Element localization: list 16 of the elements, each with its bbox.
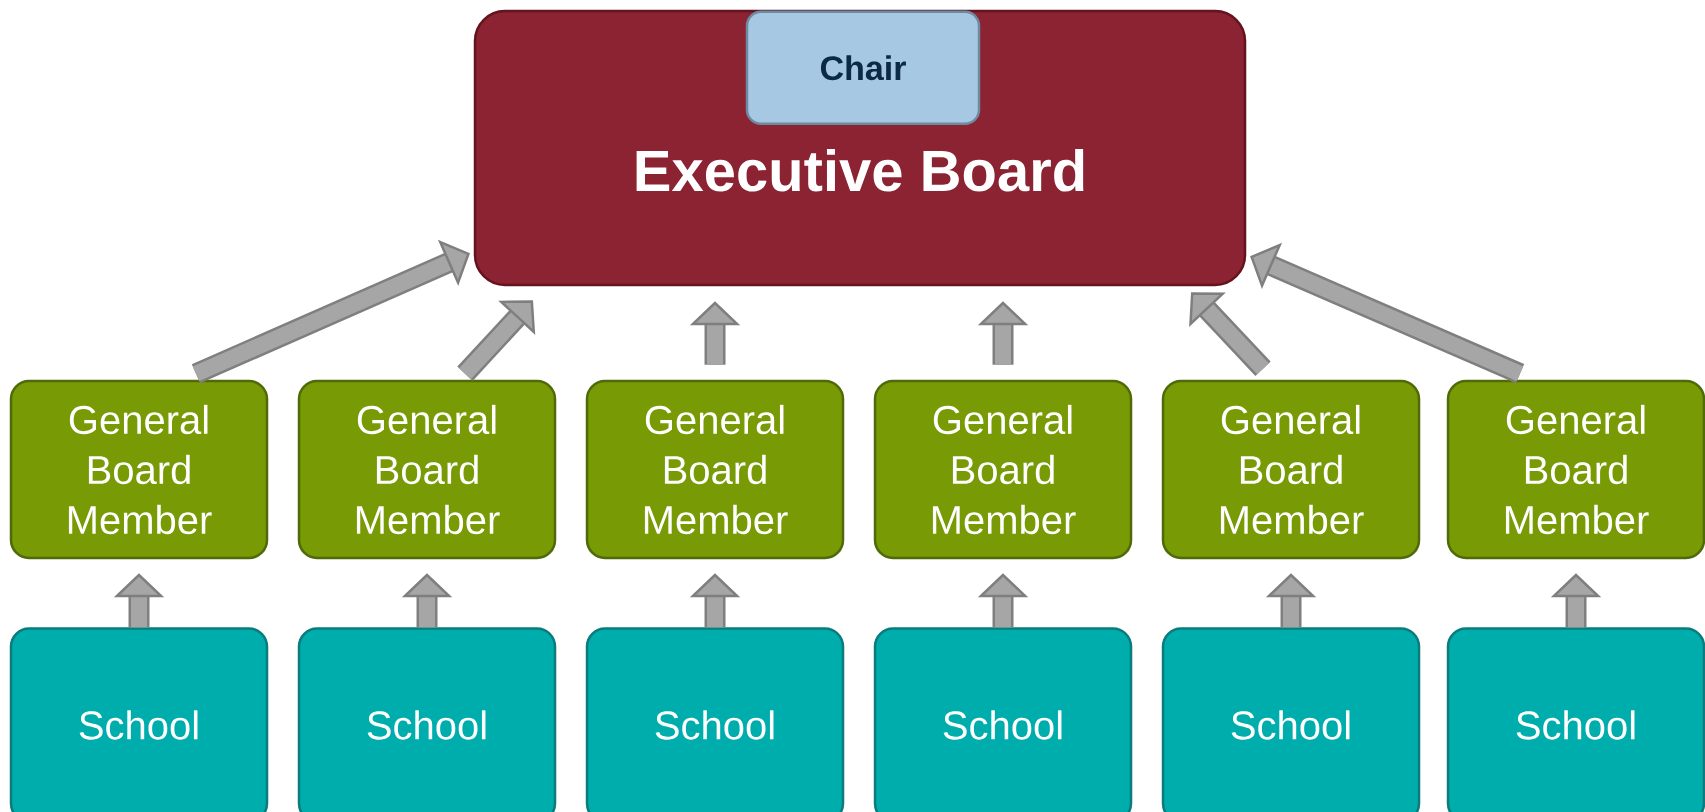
school-box: School: [297, 627, 557, 812]
block-arrow: [457, 300, 536, 381]
chair-box: Chair: [745, 10, 981, 125]
school-box: School: [1161, 627, 1421, 812]
member-box: General Board Member: [1446, 379, 1705, 560]
block-arrow: [1189, 292, 1271, 376]
member-box: General Board Member: [1161, 379, 1421, 560]
member-box: General Board Member: [585, 379, 845, 560]
school-box: School: [9, 627, 269, 812]
member-box: General Board Member: [9, 379, 269, 560]
school-box: School: [1446, 627, 1705, 812]
block-arrow: [191, 239, 470, 384]
member-box: General Board Member: [297, 379, 557, 560]
school-box: School: [873, 627, 1133, 812]
school-box: School: [585, 627, 845, 812]
member-box: General Board Member: [873, 379, 1133, 560]
